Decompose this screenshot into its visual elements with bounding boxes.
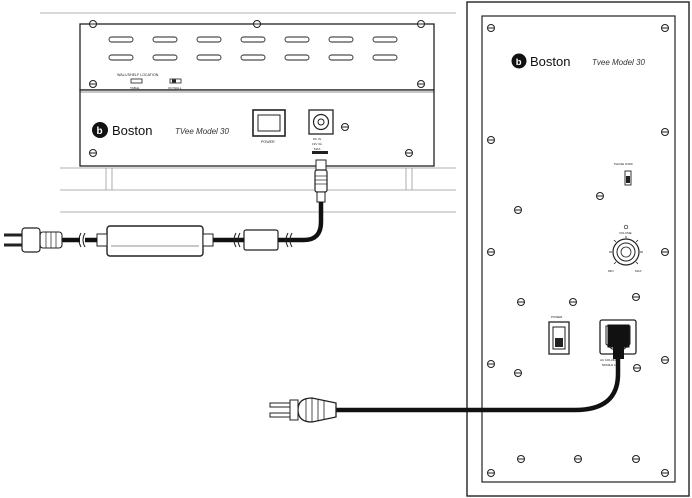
subwoofer-logo: b Boston Tvee Model 30 — [511, 53, 645, 69]
dc-label-2: 19V 3A — [312, 142, 322, 146]
dc-plug — [315, 159, 327, 171]
switch-left-label: TABLE — [130, 86, 139, 90]
base-unit-model: TVee Model 30 — [175, 127, 230, 136]
adapter-ac-plug — [4, 227, 63, 253]
wall-plug — [297, 397, 337, 423]
subwoofer-ac-cord — [269, 324, 630, 423]
svg-text:b: b — [516, 57, 522, 68]
shelf — [40, 12, 456, 213]
ferrite-bead — [243, 229, 279, 251]
volume-label: VOLUME — [619, 231, 632, 235]
location-switch-left[interactable] — [130, 78, 143, 84]
subwoofer-power-label: POWER — [551, 315, 563, 319]
boston-logo-icon — [92, 122, 108, 138]
subwoofer-screws — [487, 24, 669, 477]
adapter-brick — [106, 225, 204, 257]
plug-prong-bottom — [269, 412, 291, 418]
ac-label-2: 50/60Hz 1A — [602, 363, 618, 367]
subwoofer: b Boston Tvee Model 30 PHASE 0/180 VOLUM… — [466, 1, 690, 497]
subwoofer-brand: Boston — [530, 54, 570, 69]
volume-min-label: MIN — [608, 269, 614, 273]
volume-indicator-dot — [623, 224, 629, 230]
base-unit-logo: b Boston TVee Model 30 — [92, 122, 230, 138]
iec-plug — [607, 324, 630, 348]
plug-prong-top — [269, 402, 291, 408]
subwoofer-back-panel — [481, 15, 676, 483]
power-adapter — [62, 225, 214, 257]
base-unit-screws — [89, 20, 425, 157]
ac-label-1: AC 100-240V — [600, 358, 618, 362]
base-unit-brand: Boston — [112, 123, 152, 138]
dc-cable — [212, 159, 328, 251]
phase-label: PHASE 0/180 — [614, 162, 633, 166]
switch-right-label: ON WALL — [168, 86, 182, 90]
vent-slots — [108, 36, 398, 61]
base-unit: WALL/SHELF LOCATION TABLE ON WALL b Bost… — [79, 20, 435, 167]
dc-label-1: DC IN — [313, 137, 321, 141]
subwoofer-boston-logo-icon — [511, 53, 527, 69]
dc-label-3: MAX — [314, 147, 321, 151]
switch-group-label: WALL/SHELF LOCATION — [117, 73, 159, 77]
svg-text:b: b — [97, 126, 103, 137]
base-unit-power-label: POWER — [261, 140, 275, 144]
subwoofer-model: Tvee Model 30 — [592, 58, 645, 67]
volume-max-label: MAX — [635, 269, 642, 273]
